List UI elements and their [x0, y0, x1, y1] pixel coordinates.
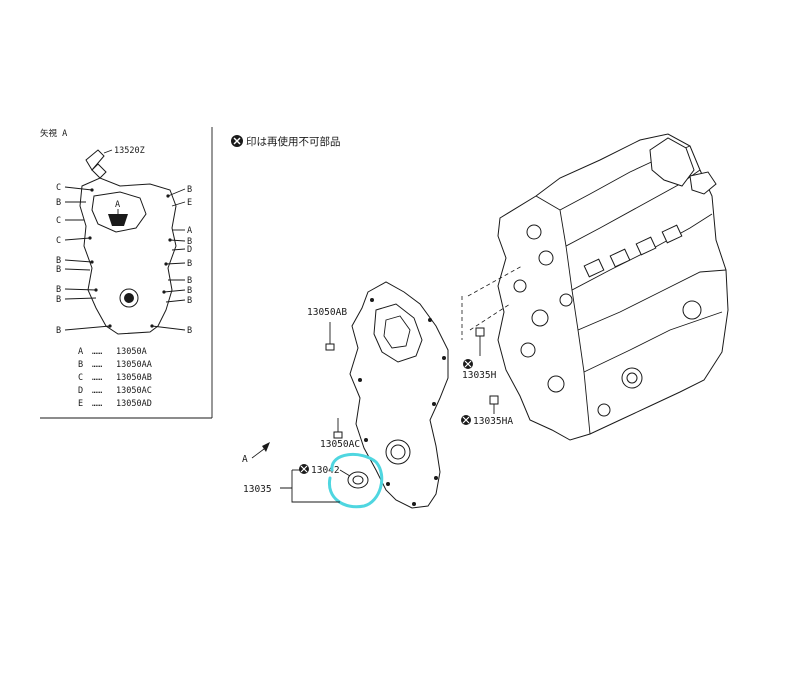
legend-key: E: [78, 399, 83, 409]
inset-cover-outline: [79, 177, 177, 335]
inset-right-callouts: B E A B D B B B B B: [151, 185, 192, 336]
plug-ha-x-icon: [461, 415, 471, 425]
legend-part: 13050AD: [116, 399, 152, 409]
front-cover-illustration: [349, 281, 449, 509]
plug-13035h-icon: [475, 327, 485, 356]
legend-key: A: [78, 347, 83, 357]
sensor-part-icon: [85, 149, 113, 179]
inset-right-letter: B: [187, 286, 192, 296]
inset-right-letter: D: [187, 245, 192, 255]
inset-left-letter: C: [56, 183, 61, 193]
inset-top-part: 13520Z: [114, 146, 145, 156]
inset-view-label: 矢視 A: [40, 128, 67, 139]
legend-dots: ……: [92, 399, 102, 409]
callout-13050ac: 13050AC: [320, 439, 360, 450]
legend-dots: ……: [92, 360, 102, 370]
inset-left-letter: B: [56, 265, 61, 275]
inset-legend: A …… 13050A B …… 13050AA C …… 13050AB D …: [78, 347, 152, 409]
arrow-a-label: A: [242, 454, 248, 465]
seal-highlight-circle: [327, 452, 384, 509]
inset-right-letter: B: [187, 259, 192, 269]
view-arrow-icon: [251, 442, 270, 459]
inset-left-letter: B: [56, 285, 61, 295]
oil-seal-icon: [347, 471, 369, 489]
assembly-dash-line: [469, 303, 511, 331]
inset-left-letter: B: [56, 198, 61, 208]
legend-key: C: [78, 373, 83, 383]
legend-part: 13050AB: [116, 373, 152, 383]
legend-key: B: [78, 360, 83, 370]
legend-part: 13050A: [116, 347, 147, 357]
inset-view: 矢視 A 13520Z A: [40, 127, 213, 419]
callout-13050ab: 13050AB: [307, 307, 347, 318]
legend-dots: ……: [92, 373, 102, 383]
callout-13035ha: 13035HA: [473, 416, 513, 427]
non-reusable-note: 印は再使用不可部品: [231, 135, 341, 148]
bolt-13050ac-icon: [333, 418, 343, 439]
assembly-dash-line: [467, 265, 523, 297]
engine-block-illustration: [497, 133, 729, 441]
inset-left-letter: B: [56, 295, 61, 305]
inset-left-callouts: C B C C B B B B B: [56, 183, 111, 336]
inset-left-letter: B: [56, 326, 61, 336]
inset-right-letter: B: [187, 296, 192, 306]
inset-left-letter: B: [56, 256, 61, 266]
highlight-x-icon: [299, 464, 309, 474]
legend-key: D: [78, 386, 83, 396]
cover-bracket: [280, 470, 340, 503]
callout-13035h: 13035H: [462, 370, 497, 381]
inset-right-letter: B: [187, 326, 192, 336]
inset-left-letter: C: [56, 216, 61, 226]
plug-13035ha-icon: [489, 395, 499, 414]
note-text: 印は再使用不可部品: [246, 135, 341, 148]
plug-h-x-icon: [463, 359, 473, 369]
legend-part: 13050AC: [116, 386, 152, 396]
bolt-13050ab-icon: [325, 322, 335, 351]
inset-right-letter: B: [187, 237, 192, 247]
inset-right-letter: B: [187, 185, 192, 195]
legend-part: 13050AA: [116, 360, 152, 370]
callout-13035: 13035: [243, 484, 272, 495]
inset-right-letter: A: [187, 226, 192, 236]
non-reusable-x-icon: [231, 135, 243, 147]
inset-view-letter: A: [115, 200, 120, 210]
inset-right-letter: B: [187, 276, 192, 286]
callout-13042: 13042: [311, 465, 340, 476]
inset-left-letter: C: [56, 236, 61, 246]
legend-dots: ……: [92, 386, 102, 396]
inset-right-letter: E: [187, 198, 192, 208]
legend-dots: ……: [92, 347, 102, 357]
